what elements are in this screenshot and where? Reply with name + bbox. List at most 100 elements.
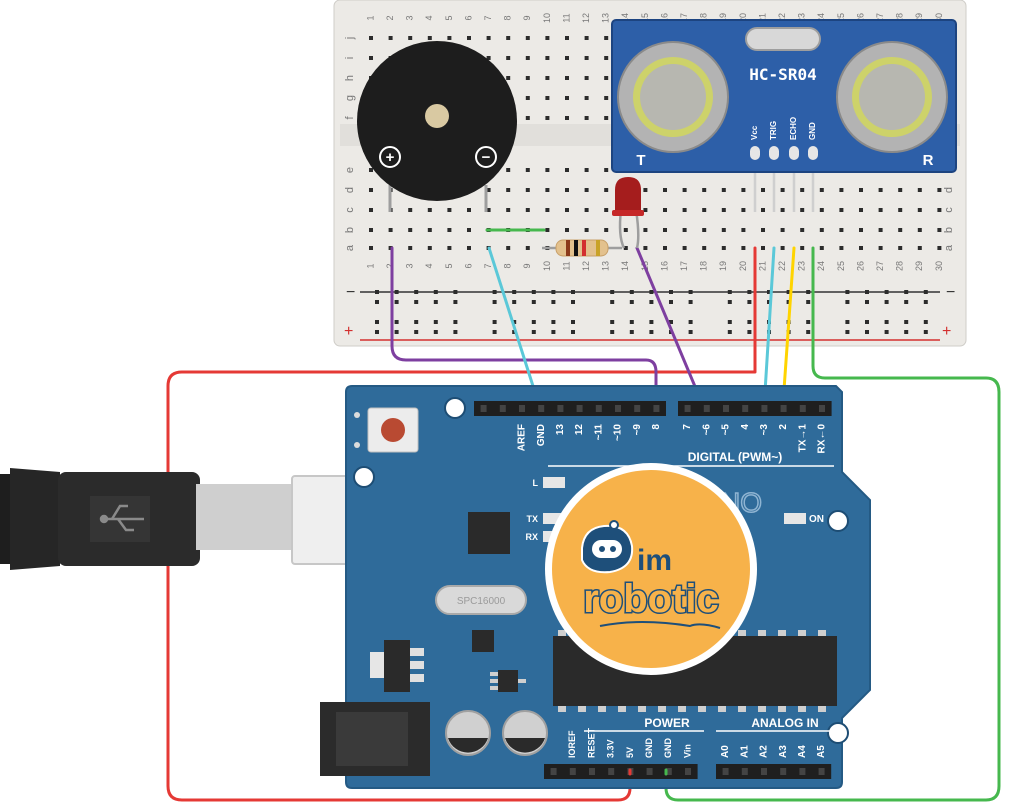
column-number-bottom: 19: [718, 261, 728, 271]
breadboard-hole: [584, 188, 589, 192]
breadboard-hole: [604, 96, 609, 100]
breadboard-hole: [506, 168, 511, 172]
buzzer-minus-ring: [475, 146, 497, 168]
column-number-bottom: 6: [463, 263, 473, 268]
breadboard-hole: [408, 228, 413, 232]
breadboard-hole: [604, 56, 609, 60]
rail-hole: [433, 300, 438, 304]
chip-pin: [558, 706, 566, 712]
breadboard-hole: [545, 96, 550, 100]
header-strip: [716, 764, 832, 779]
breadboard-hole: [525, 168, 530, 172]
analog-header: [716, 764, 832, 779]
digital-pin-label: ~11: [593, 424, 604, 441]
row-letter: i: [344, 57, 356, 59]
rail-hole: [433, 320, 438, 324]
breadboard-hole: [682, 228, 687, 232]
breadboard-hole: [643, 208, 648, 212]
digital-pin-label: RX←0: [817, 424, 828, 454]
breadboard-hole: [486, 188, 491, 192]
breadboard-hole: [506, 76, 511, 80]
rail-hole: [629, 330, 634, 334]
breadboard-hole: [506, 56, 511, 60]
breadboard-hole: [937, 228, 942, 232]
header-socket: [615, 405, 621, 412]
breadboard-hole: [506, 188, 511, 192]
breadboard-hole: [369, 168, 373, 172]
resistor-band-1: [566, 240, 570, 256]
column-number-bottom: 20: [738, 261, 748, 271]
sensor-mark-r: R: [923, 152, 934, 169]
breadboard-hole: [525, 96, 530, 100]
column-number-bottom: 13: [601, 261, 611, 271]
row-letter: g: [344, 95, 356, 101]
breadboard-hole: [447, 36, 452, 40]
led-l-label: L: [533, 478, 539, 488]
breadboard-hole: [623, 228, 628, 232]
breadboard-hole: [584, 168, 589, 172]
breadboard-hole: [486, 56, 491, 60]
column-number-top: 15: [640, 13, 650, 23]
header-socket: [589, 768, 595, 775]
rail-hole: [551, 330, 556, 334]
breadboard-hole: [369, 246, 373, 250]
wire-red-5v: [166, 246, 757, 802]
power-header: [544, 764, 698, 779]
rail-hole: [845, 320, 850, 324]
breadboard-hole: [427, 36, 432, 40]
column-number-top: 18: [699, 13, 709, 23]
header-socket: [608, 768, 615, 775]
digital-pin-label: AREF: [517, 424, 528, 451]
mount-hole-3: [827, 722, 849, 744]
row-letter: b: [344, 227, 356, 233]
power-pin-label: Vin: [682, 744, 692, 758]
breadboard-hole: [917, 246, 922, 250]
breadboard-hole: [643, 228, 648, 232]
column-number-top: 2: [385, 15, 395, 20]
breadboard-hole: [506, 246, 511, 250]
breadboard-hole: [565, 168, 569, 172]
sensor-pin-label: Vcc: [750, 125, 759, 140]
header-socket: [653, 405, 660, 412]
breadboard-hole: [859, 228, 863, 232]
column-number-bottom: 26: [855, 261, 865, 271]
rail-hole: [531, 290, 536, 294]
header-socket: [799, 768, 806, 775]
transducer-left-mesh: [640, 64, 706, 130]
breadboard-hole: [663, 246, 667, 250]
breadboard-hole: [937, 188, 942, 192]
rail-hole: [649, 290, 654, 294]
column-number-top: 8: [503, 15, 513, 20]
mount-hole-1: [444, 397, 466, 419]
column-number-top: 14: [620, 13, 630, 23]
reset-button[interactable]: [381, 418, 405, 442]
breadboard-hole: [545, 168, 550, 172]
breadboard-hole: [604, 168, 609, 172]
digital-pin-label: 13: [555, 424, 566, 436]
power-pin-label: 3.3V: [606, 739, 616, 758]
capacitor-1-stripe: [448, 738, 488, 753]
rail-hole: [610, 290, 615, 294]
red-led: [612, 177, 644, 249]
sensor-crystal: [745, 27, 821, 51]
header-socket: [819, 405, 825, 412]
rail-plus-left: +: [344, 323, 353, 340]
breadboard-hole: [565, 188, 569, 192]
header-socket: [780, 768, 787, 775]
breadboard-hole: [408, 246, 413, 250]
breadboard-hole: [741, 208, 746, 212]
analog-pin-label: A3: [778, 745, 789, 758]
logo-disc: [552, 470, 750, 668]
digital-header-right: [678, 401, 832, 416]
chip-pin: [598, 706, 606, 712]
breadboard-hole: [369, 36, 373, 40]
column-number-top: 23: [797, 13, 807, 23]
column-number-bottom: 28: [895, 261, 905, 271]
led-body: [615, 177, 641, 212]
breadboard-hole: [878, 228, 883, 232]
breadboard-hole: [467, 208, 471, 212]
small-chip: [472, 630, 494, 652]
rail-hole: [375, 300, 379, 304]
chip-pin: [818, 706, 826, 712]
